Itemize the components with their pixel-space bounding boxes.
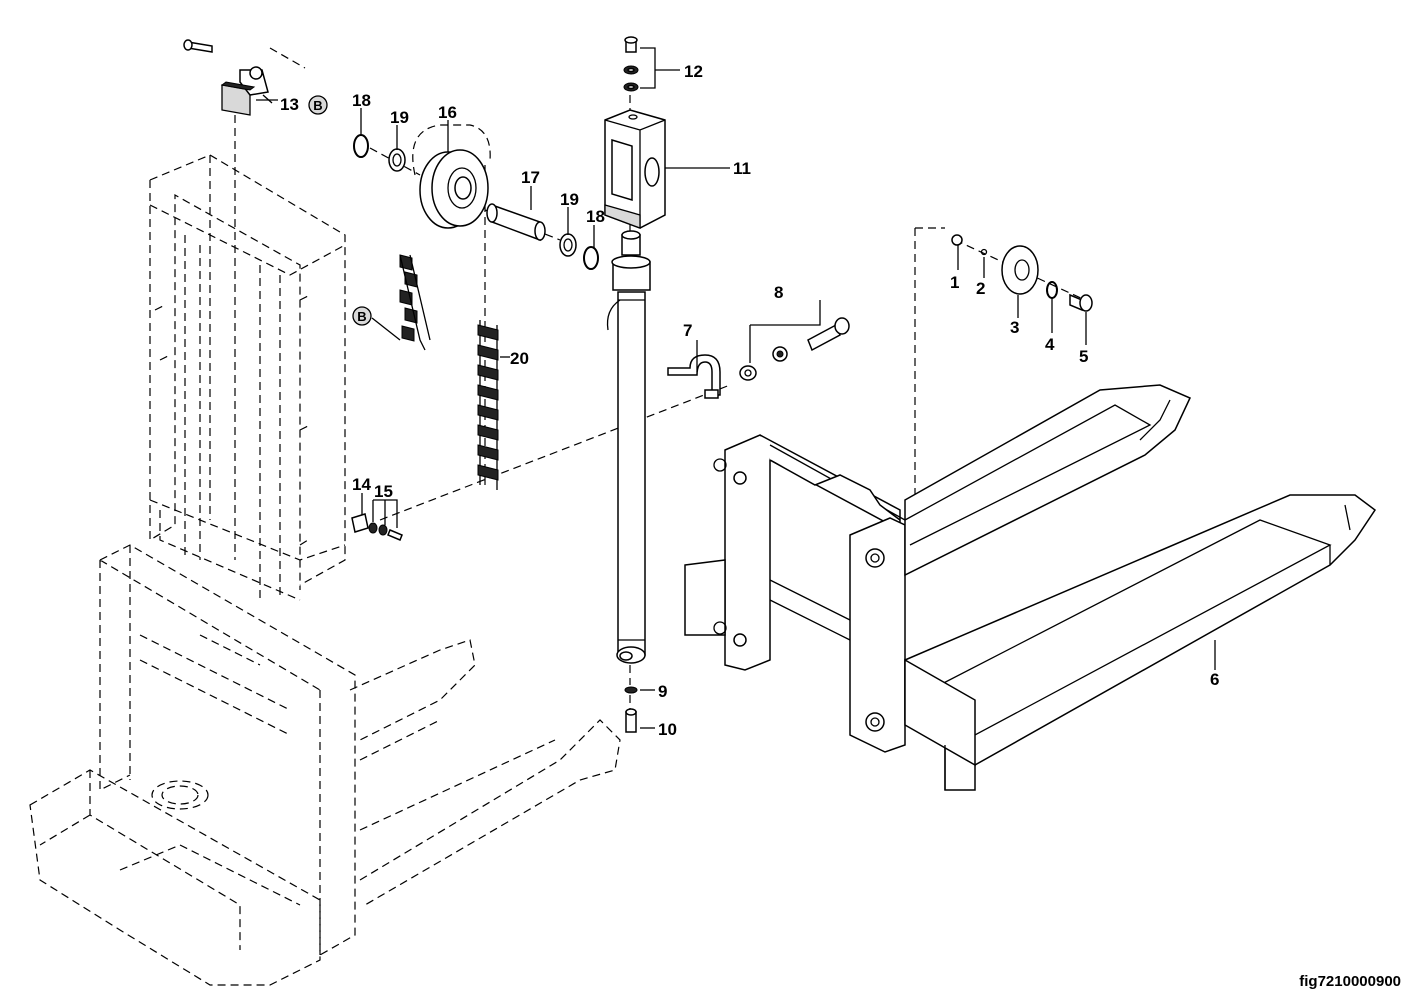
label-7: 7	[683, 321, 692, 340]
label-8: 8	[774, 283, 783, 302]
label-2: 2	[976, 279, 985, 298]
snap-ring-part-18-left	[353, 134, 369, 158]
shaft-part-17	[486, 203, 546, 242]
svg-text:B: B	[357, 309, 366, 324]
head-bracket-part-11	[604, 109, 666, 229]
label-14: 14	[352, 475, 371, 494]
label-1: 1	[950, 273, 959, 292]
label-18-left: 18	[352, 91, 371, 110]
label-11: 11	[733, 159, 751, 178]
bolt-washers-part-12	[623, 36, 639, 92]
snap-ring-part-18-right	[583, 246, 599, 270]
label-18-right: 18	[586, 207, 605, 226]
chain-short-b	[399, 254, 431, 351]
washer-part-9	[624, 686, 638, 694]
label-4: 4	[1045, 335, 1055, 354]
label-20: 20	[510, 349, 529, 368]
label-9: 9	[658, 682, 667, 701]
clamp-part-7	[667, 354, 721, 399]
figure-id: fig7210000900	[1299, 973, 1401, 990]
bolt-washers-part-8	[739, 317, 850, 381]
part-labels: 13 18 19 16 17 19 18 12 11 20 8 7 14 15 …	[280, 62, 1219, 739]
svg-text:B: B	[313, 98, 322, 113]
bracket-part-14-washers-part-15	[351, 513, 403, 541]
bolt-part-10	[625, 708, 637, 733]
fork-carriage-part-6	[684, 384, 1377, 791]
lift-cylinder	[606, 230, 651, 664]
label-5: 5	[1079, 347, 1088, 366]
spacer-part-19-right	[559, 233, 577, 257]
chain-anchor-part-13	[183, 39, 269, 116]
label-17: 17	[521, 168, 540, 187]
label-16: 16	[438, 103, 457, 122]
label-13: 13	[280, 95, 299, 114]
label-6: 6	[1210, 670, 1219, 689]
spacer-part-19-left	[388, 148, 406, 172]
label-19-left: 19	[390, 108, 409, 127]
label-12: 12	[684, 62, 703, 81]
chain-part-20	[477, 320, 499, 490]
leader-lines	[256, 47, 1216, 729]
roller-parts-1-5	[951, 234, 1093, 312]
pulley-part-16	[419, 149, 489, 229]
label-15: 15	[374, 482, 393, 501]
callout-b-chain: B	[352, 306, 372, 326]
ghost-truck-body	[29, 154, 621, 986]
callout-b-top: B	[308, 95, 328, 115]
label-19-right: 19	[560, 190, 579, 209]
label-3: 3	[1010, 318, 1019, 337]
label-10: 10	[658, 720, 677, 739]
